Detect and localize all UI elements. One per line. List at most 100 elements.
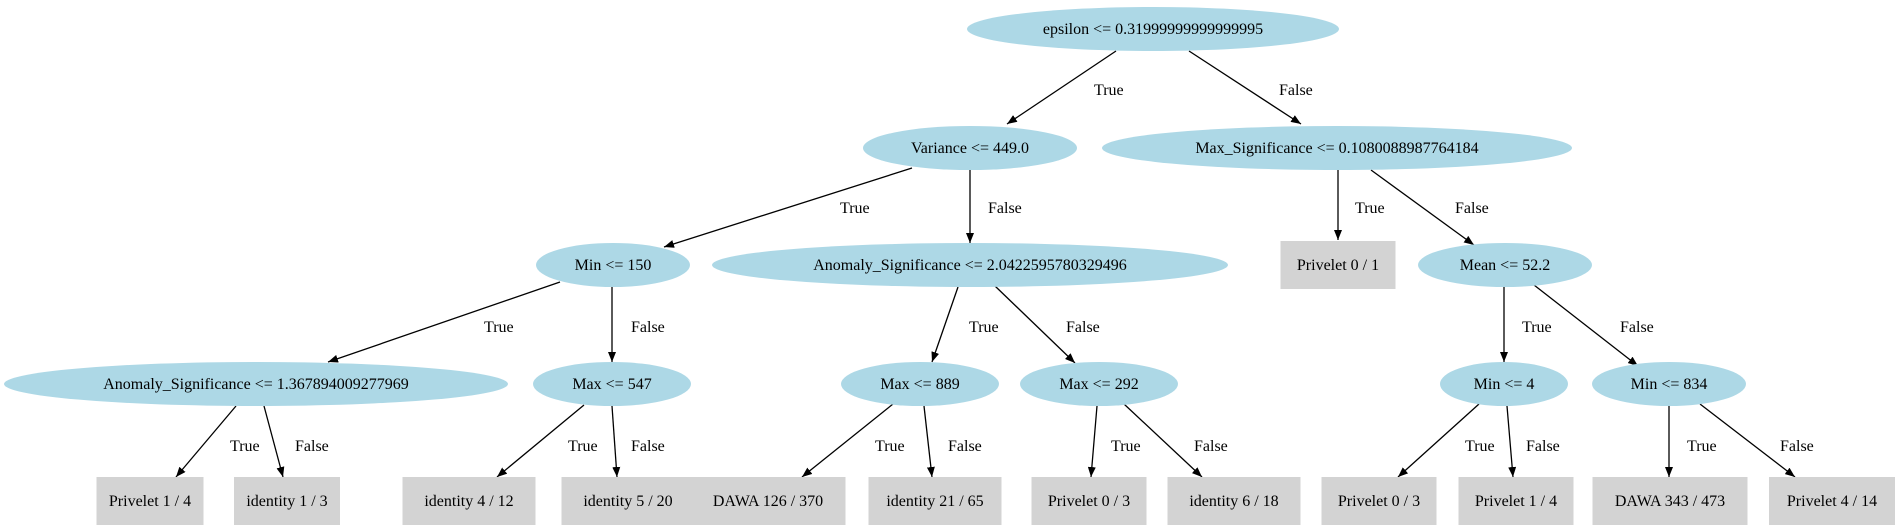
leaf-node-shape — [868, 477, 1002, 525]
decision-node-n12: Min <= 834 — [1592, 362, 1746, 406]
edge-arrow — [801, 403, 894, 478]
decision-node-shape — [1102, 126, 1572, 170]
edge-label: True — [484, 319, 514, 336]
decision-node-shape — [1592, 362, 1746, 406]
node-label: Min <= 4 — [1474, 376, 1535, 393]
edge-label: True — [568, 438, 598, 455]
leaf-node-shape — [402, 477, 536, 525]
node-label: DAWA 343 / 473 — [1615, 493, 1725, 510]
edge-arrow — [1123, 403, 1203, 478]
edge-label: False — [948, 438, 982, 455]
edge-label: True — [230, 438, 260, 455]
edge-n9-to-n18: False — [923, 405, 982, 478]
node-label: Privelet 0 / 3 — [1338, 493, 1420, 510]
node-label: DAWA 126 / 370 — [713, 493, 823, 510]
decision-node-n4: Anomaly_Significance <= 2.04225957803294… — [712, 243, 1228, 287]
decision-node-n0: epsilon <= 0.31999999999999995 — [967, 7, 1339, 51]
decision-node-n2: Max_Significance <= 0.1080088987764184 — [1102, 126, 1572, 170]
leaf-node-n15: identity 4 / 12 — [402, 477, 536, 525]
node-label: Max <= 292 — [1059, 376, 1138, 393]
edge-label: True — [1111, 438, 1141, 455]
leaf-node-shape — [1321, 477, 1437, 525]
node-label: identity 21 / 65 — [886, 493, 983, 510]
edge-n0-to-n1: True — [1006, 50, 1124, 125]
edge-label: False — [1455, 200, 1489, 217]
edge-label: False — [295, 438, 329, 455]
edge-arrow — [1188, 50, 1302, 125]
edge-n8-to-n15: True — [496, 404, 598, 478]
edge-label: False — [1194, 438, 1228, 455]
leaf-node-n22: Privelet 1 / 4 — [1458, 477, 1574, 525]
decision-node-shape — [841, 362, 999, 406]
leaf-node-shape — [1167, 477, 1301, 525]
edge-n4-to-n9: True — [931, 286, 999, 363]
edge-n8-to-n16: False — [611, 405, 665, 478]
node-label: Privelet 4 / 14 — [1787, 493, 1877, 510]
edge-n3-to-n7: True — [327, 281, 561, 363]
edge-label: True — [969, 319, 999, 336]
edge-arrow — [1397, 403, 1480, 478]
node-label: Max_Significance <= 0.1080088987764184 — [1195, 140, 1478, 157]
node-label: Privelet 0 / 3 — [1048, 493, 1130, 510]
edge-n7-to-n13: True — [175, 405, 260, 478]
decision-node-shape — [4, 362, 508, 406]
edge-n12-to-n24: False — [1699, 403, 1814, 478]
edge-n6-to-n12: False — [1533, 284, 1654, 367]
decision-node-shape — [863, 126, 1077, 170]
edge-label: True — [875, 438, 905, 455]
decision-node-n6: Mean <= 52.2 — [1418, 243, 1592, 287]
decision-node-shape — [533, 362, 691, 406]
edge-n4-to-n10: False — [994, 285, 1100, 364]
node-label: Anomaly_Significance <= 1.36789400927796… — [103, 376, 409, 393]
edge-label: True — [1465, 438, 1495, 455]
decision-node-shape — [712, 243, 1228, 287]
edge-n11-to-n21: True — [1397, 403, 1495, 478]
decision-node-n7: Anomaly_Significance <= 1.36789400927796… — [4, 362, 508, 406]
edge-n2-to-n6: False — [1370, 169, 1489, 246]
edge-n1-to-n4: False — [966, 170, 1022, 243]
leaf-node-n23: DAWA 343 / 473 — [1592, 477, 1748, 525]
edge-label: False — [1526, 438, 1560, 455]
leaf-node-n21: Privelet 0 / 3 — [1321, 477, 1437, 525]
leaf-node-n14: identity 1 / 3 — [234, 477, 340, 525]
edge-arrow — [1370, 169, 1475, 246]
node-label: epsilon <= 0.31999999999999995 — [1043, 21, 1263, 38]
leaf-node-shape — [234, 477, 340, 525]
edge-label: False — [1066, 319, 1100, 336]
edge-arrow — [663, 167, 913, 248]
edge-n3-to-n8: False — [608, 287, 665, 362]
leaf-node-n24: Privelet 4 / 14 — [1769, 477, 1895, 525]
decision-node-n10: Max <= 292 — [1020, 362, 1178, 406]
edge-n0-to-n2: False — [1188, 50, 1313, 125]
edge-n10-to-n19: True — [1087, 405, 1141, 478]
leaf-node-n13: Privelet 1 / 4 — [96, 477, 204, 525]
leaf-node-shape — [690, 477, 846, 525]
edge-arrow — [496, 404, 585, 478]
edge-arrow — [994, 285, 1076, 364]
edge-arrow — [1699, 403, 1796, 478]
decision-node-shape — [1440, 362, 1568, 406]
node-label: identity 5 / 20 — [583, 493, 672, 510]
node-label: Max <= 889 — [880, 376, 959, 393]
edge-label: True — [840, 200, 870, 217]
edge-arrow — [1533, 284, 1639, 367]
edge-label: True — [1355, 200, 1385, 217]
node-label: identity 4 / 12 — [424, 493, 513, 510]
leaf-node-shape — [1592, 477, 1748, 525]
node-label: Min <= 150 — [575, 257, 652, 274]
edge-n12-to-n23: True — [1665, 406, 1717, 477]
edge-arrow — [327, 281, 561, 363]
edge-arrow — [931, 286, 959, 363]
node-label: Mean <= 52.2 — [1460, 257, 1550, 274]
leaf-node-n19: Privelet 0 / 3 — [1031, 477, 1147, 525]
decision-node-n11: Min <= 4 — [1440, 362, 1568, 406]
edge-arrow — [175, 405, 237, 478]
edge-arrow — [263, 405, 285, 478]
edge-label: False — [1620, 319, 1654, 336]
edge-n10-to-n20: False — [1123, 403, 1228, 478]
decision-node-shape — [536, 243, 690, 287]
decision-node-shape — [1418, 243, 1592, 287]
node-label: identity 6 / 18 — [1189, 493, 1278, 510]
edge-arrow — [1087, 405, 1098, 478]
